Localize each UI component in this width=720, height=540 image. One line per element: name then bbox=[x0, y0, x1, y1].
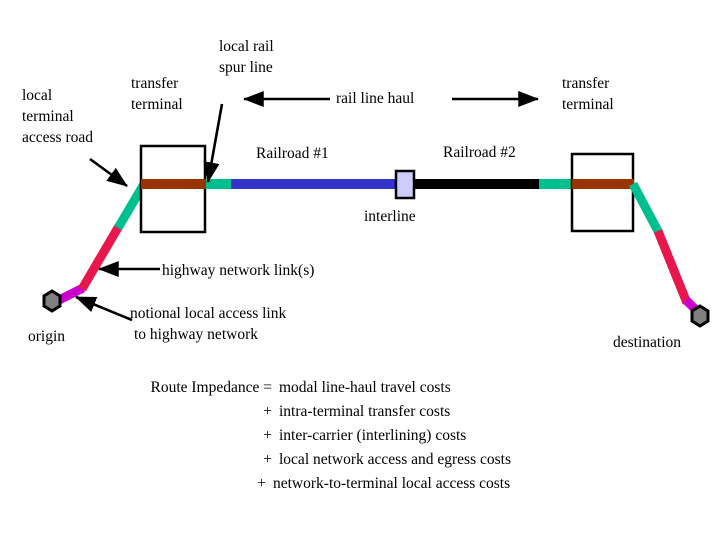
arrow-notional-local-access-link bbox=[75, 295, 133, 322]
impedance-row: + network-to-terminal local access costs bbox=[104, 472, 644, 496]
label-line: local rail bbox=[219, 38, 274, 55]
label-transfer-terminal-right: transfer terminal bbox=[562, 73, 652, 115]
label-railroad-2: Railroad #2 bbox=[443, 144, 516, 161]
link-highway-destination bbox=[653, 229, 692, 305]
impedance-plus: + bbox=[263, 427, 272, 444]
label-interline: interline bbox=[364, 208, 416, 225]
link-terminal-access-road-right bbox=[629, 181, 663, 236]
impedance-term: inter-carrier (interlining) costs bbox=[279, 427, 467, 444]
label-line: terminal bbox=[22, 108, 74, 125]
arrow-local-rail-spur-line bbox=[203, 103, 224, 184]
link-terminal-access-road-left bbox=[114, 181, 148, 231]
label-transfer-terminal-left: transfer terminal bbox=[131, 73, 221, 115]
label-line: terminal bbox=[562, 96, 614, 113]
label-line: transfer bbox=[131, 75, 179, 92]
label-line: to highway network bbox=[134, 326, 258, 343]
transfer-terminal-box-right bbox=[570, 152, 635, 233]
impedance-row: + local network access and egress costs bbox=[104, 448, 644, 472]
origin-hexagon-node-icon bbox=[42, 289, 62, 313]
label-local-terminal-access-road: local terminal access road bbox=[22, 85, 132, 148]
impedance-term: local network access and egress costs bbox=[279, 451, 511, 468]
interline-square-icon bbox=[394, 169, 416, 200]
label-notional-local-access-link: notional local access link to highway ne… bbox=[130, 303, 360, 345]
route-impedance-equation: Route Impedance = modal line-haul travel… bbox=[104, 376, 644, 496]
label-line: terminal bbox=[131, 96, 183, 113]
label-line: transfer bbox=[562, 75, 610, 92]
impedance-plus: + bbox=[257, 475, 266, 492]
impedance-row: + inter-carrier (interlining) costs bbox=[104, 424, 644, 448]
impedance-term: modal line-haul travel costs bbox=[279, 379, 451, 396]
label-origin: origin bbox=[28, 328, 66, 345]
label-line: spur line bbox=[219, 59, 273, 76]
label-destination: destination bbox=[613, 334, 682, 351]
label-local-rail-spur-line: local rail spur line bbox=[219, 36, 319, 78]
arrow-local-terminal-access-road bbox=[89, 157, 128, 188]
label-rail-line-haul: rail line haul bbox=[336, 90, 415, 107]
impedance-term: intra-terminal transfer costs bbox=[279, 403, 451, 420]
destination-hexagon-node-icon bbox=[690, 304, 710, 328]
label-line: notional local access link bbox=[130, 305, 287, 322]
label-line: access road bbox=[22, 129, 93, 146]
label-railroad-1: Railroad #1 bbox=[256, 145, 329, 162]
label-line: local bbox=[22, 87, 53, 104]
impedance-plus: + bbox=[263, 451, 272, 468]
impedance-row: + intra-terminal transfer costs bbox=[104, 400, 644, 424]
impedance-row: Route Impedance = modal line-haul travel… bbox=[104, 376, 644, 400]
link-highway-origin bbox=[78, 223, 123, 292]
impedance-term: network-to-terminal local access costs bbox=[273, 475, 511, 492]
impedance-plus: + bbox=[263, 403, 272, 420]
impedance-lead: Route Impedance = bbox=[150, 379, 272, 396]
label-highway-network-links: highway network link(s) bbox=[162, 262, 315, 279]
